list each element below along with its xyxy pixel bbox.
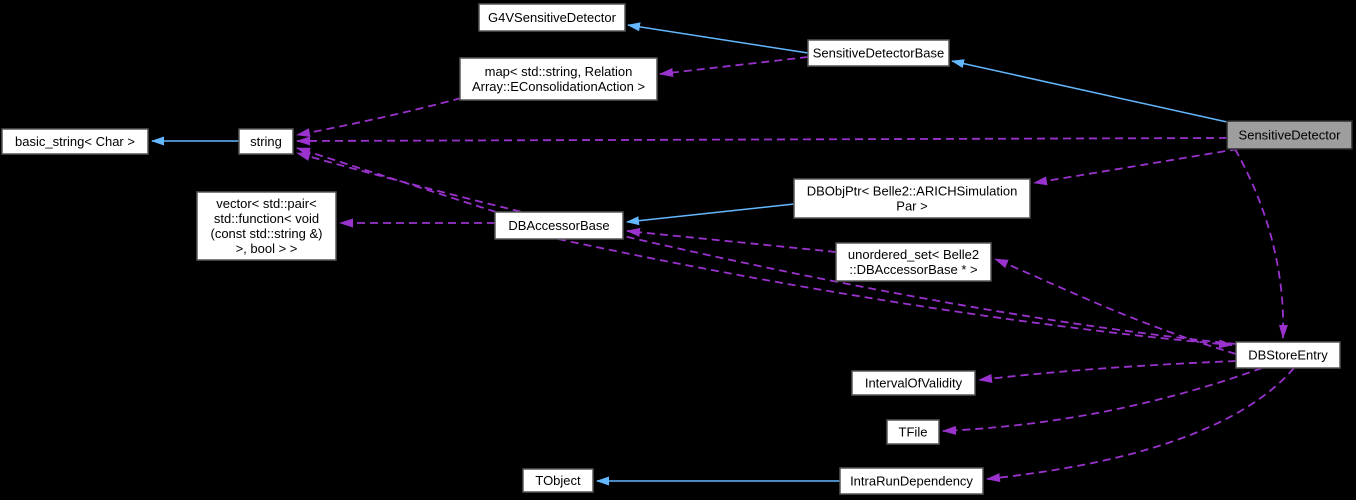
edge-sensitivedetector-to-sensitivedetectorbase xyxy=(951,59,1228,123)
node-map-relationarray-box[interactable] xyxy=(459,57,658,101)
node-g4vsensitivedetector[interactable]: G4VSensitiveDetector xyxy=(478,3,626,32)
node-basic-string-char[interactable]: basic_string< Char > xyxy=(1,128,149,155)
node-dbstoreentry-box[interactable] xyxy=(1235,341,1341,369)
edge-dbstoreentry-to-intervalofvalidity xyxy=(978,360,1237,383)
node-sensitivedetector-label: SensitiveDetector xyxy=(1239,128,1342,143)
edge-dbaccessorbase-to-string xyxy=(296,147,497,213)
node-string-label: string xyxy=(250,134,282,149)
edge-map-relationarray-to-string xyxy=(296,97,462,138)
node-string-box[interactable] xyxy=(238,128,294,155)
node-intrarundependency-label: IntraRunDependency xyxy=(850,474,973,489)
edge-sensitivedetectorbase-to-g4vsensitivedetector xyxy=(627,22,809,54)
node-dbaccessorbase-box[interactable] xyxy=(494,211,624,240)
node-tobject[interactable]: TObject xyxy=(522,468,594,493)
node-dbaccessorbase[interactable]: DBAccessorBase xyxy=(494,211,624,240)
node-sensitivedetector-box xyxy=(1226,120,1353,150)
edge-sensitivedetector-to-dbstoreentry xyxy=(1234,148,1288,339)
diagram-nodes: G4VSensitiveDetectorSensitiveDetectorBas… xyxy=(1,3,1353,495)
node-intrarundependency-box[interactable] xyxy=(839,467,984,495)
edge-dbstoreentry-to-unordered-set-dbaccessorbase xyxy=(994,258,1237,355)
node-vector-pair-function-box[interactable] xyxy=(196,191,337,261)
node-tobject-box[interactable] xyxy=(522,468,594,493)
edge-dbobjptr-arichsimulationpar-to-dbaccessorbase xyxy=(626,203,795,226)
edge-dbstoreentry-to-intrarundependency xyxy=(986,367,1295,483)
node-dbstoreentry-label: DBStoreEntry xyxy=(1248,348,1328,363)
node-unordered-set-dbaccessorbase-label: unordered_set< Belle2::DBAccessorBase * … xyxy=(848,247,979,277)
node-sensitivedetectorbase[interactable]: SensitiveDetectorBase xyxy=(807,39,950,67)
edge-sensitivedetectorbase-to-map-relationarray xyxy=(659,56,809,77)
node-sensitivedetectorbase-box[interactable] xyxy=(807,39,950,67)
node-unordered-set-dbaccessorbase-box[interactable] xyxy=(835,242,992,282)
edge-dbstoreentry-to-string xyxy=(296,152,1237,345)
node-vector-pair-function[interactable]: vector< std::pair<std::function< void(co… xyxy=(196,191,337,261)
node-tfile-label: TFile xyxy=(899,425,928,440)
edge-sensitivedetector-to-dbobjptr-arichsimulationpar xyxy=(1033,148,1239,186)
edge-dbaccessorbase-to-dbstoreentry xyxy=(557,238,1233,349)
node-intervalofvalidity[interactable]: IntervalOfValidity xyxy=(851,370,976,396)
node-unordered-set-dbaccessorbase[interactable]: unordered_set< Belle2::DBAccessorBase * … xyxy=(835,242,992,282)
edge-dbstoreentry-to-tfile xyxy=(942,367,1263,435)
node-tobject-label: TObject xyxy=(535,473,581,488)
node-g4vsensitivedetector-box[interactable] xyxy=(478,3,626,32)
node-dbobjptr-arichsimulationpar-box[interactable] xyxy=(793,178,1031,219)
node-string[interactable]: string xyxy=(238,128,294,155)
node-intrarundependency[interactable]: IntraRunDependency xyxy=(839,467,984,495)
node-intervalofvalidity-box[interactable] xyxy=(851,370,976,396)
node-sensitivedetector: SensitiveDetector xyxy=(1226,120,1353,150)
node-vector-pair-function-label: vector< std::pair<std::function< void(co… xyxy=(211,196,323,256)
node-tfile-box[interactable] xyxy=(886,419,940,445)
diagram-edges xyxy=(151,22,1295,486)
node-basic-string-char-box[interactable] xyxy=(1,128,149,155)
node-basic-string-char-label: basic_string< Char > xyxy=(15,134,135,149)
edge-sensitivedetector-to-string xyxy=(296,136,1228,146)
node-g4vsensitivedetector-label: G4VSensitiveDetector xyxy=(488,10,617,25)
node-dbaccessorbase-label: DBAccessorBase xyxy=(508,218,609,233)
edge-unordered-set-dbaccessorbase-to-dbaccessorbase xyxy=(626,227,837,253)
node-intervalofvalidity-label: IntervalOfValidity xyxy=(865,376,963,391)
node-dbstoreentry[interactable]: DBStoreEntry xyxy=(1235,341,1341,369)
node-sensitivedetectorbase-label: SensitiveDetectorBase xyxy=(813,46,945,61)
node-tfile[interactable]: TFile xyxy=(886,419,940,445)
